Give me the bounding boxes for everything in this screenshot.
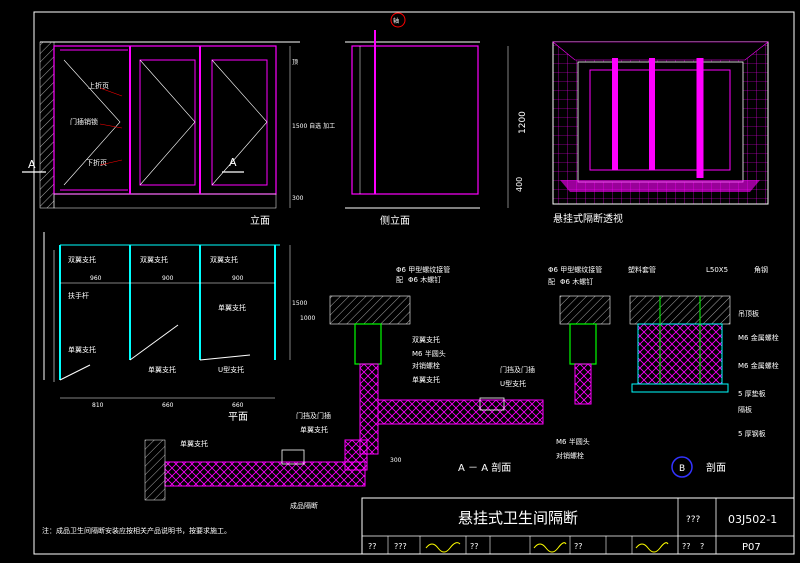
signature-3	[635, 542, 669, 553]
signature-1	[425, 542, 461, 553]
aa-label-side: 配	[396, 276, 403, 284]
title-block-row2-1: ??	[368, 542, 377, 551]
section-marker-right: A	[229, 156, 237, 169]
north-symbol-label: 轴	[393, 17, 399, 25]
title-block-row2-6: ?	[700, 542, 704, 551]
aa-label-door-lock: 门挡及门插	[296, 411, 331, 420]
aa-label-nut2: 对销螺栓	[556, 451, 584, 460]
plan-label-left-bottom: 单翼支托	[68, 345, 96, 354]
label-bottom-rail: 下折页	[86, 158, 107, 167]
plan-dim-top-3: 900	[232, 275, 244, 282]
plan-label-top-2: 双翼支托	[140, 255, 168, 264]
aa-label-single-wing3: 单翼支托	[180, 439, 208, 448]
aa-label-m6: M6 半圆头	[412, 349, 446, 358]
front-elevation-title: 立面	[250, 214, 270, 227]
north-symbol: 轴	[390, 12, 406, 28]
plan-label-right-bottom: U型支托	[218, 365, 244, 374]
dim-mid: 1500 自选 加工	[292, 122, 335, 130]
side-elevation: 1200 400 侧立面	[345, 30, 528, 227]
aa-label-u-stop: U型支托	[500, 379, 526, 388]
aa-label-finished: 成品隔断	[290, 501, 318, 510]
dim-400: 400	[515, 177, 524, 192]
aa-dim-300: 300	[390, 457, 402, 464]
plan-dim-bottom-2: 660	[162, 402, 174, 409]
dim-top: 顶	[292, 59, 298, 66]
title-block-code: 03J502-1	[728, 513, 777, 526]
label-door-lock: 门插销锁	[70, 117, 98, 126]
title-block-row2-5: ??	[682, 542, 691, 551]
plan-dim-bottom-3: 660	[232, 402, 244, 409]
b-label-anchor2: M6 金属螺栓	[738, 361, 779, 370]
b-label-pad: 5 厚垫板	[738, 389, 766, 398]
b-label-partition: 隔板	[738, 405, 752, 414]
title-block-code-label: ???	[686, 515, 701, 525]
front-elevation: 上折页 门插销锁 下折页 A A 顶 1500 自选 加工 300 立面	[22, 41, 335, 227]
plan-dim-side: 1500	[292, 300, 307, 307]
dim-1200: 1200	[518, 111, 528, 134]
aa-label-pipe: Φ6 甲型螺纹接管	[396, 265, 450, 274]
side-elevation-title: 侧立面	[380, 214, 410, 227]
title-block-row2-4: ??	[574, 542, 583, 551]
section-aa: Φ6 甲型螺纹接管 配 Φ6 木螺钉 双翼支托 M6 半圆头 对销螺栓 单翼支托…	[144, 265, 611, 510]
perspective-title: 悬挂式隔断透视	[553, 212, 623, 225]
b-label-plastic: 塑料套管	[628, 265, 656, 274]
aa-label-m6-2: M6 半圆头	[556, 437, 590, 446]
b-label-top-plate: 吊顶板	[738, 309, 759, 318]
plan-label-top-1: 双翼支托	[68, 255, 96, 264]
aa-label-double-wing: 双翼支托	[412, 335, 440, 344]
plan-dim-bottom-1: 810	[92, 402, 104, 409]
aa-label-single-wing: 单翼支托	[412, 375, 440, 384]
b-label-anchor1: M6 金属螺栓	[738, 333, 779, 342]
section-b: 塑料套管 L50X5 角钢 Φ6 甲型螺纹接管 配 Φ6 木螺钉 吊顶板 M6 …	[548, 265, 779, 478]
plan-dim-side2: 1000	[300, 315, 315, 322]
title-block-row2-2: ???	[394, 542, 407, 551]
signature-2	[533, 542, 567, 553]
section-b-symbol: B	[679, 464, 685, 474]
perspective-view: 悬挂式隔断透视	[552, 41, 769, 225]
plan-label-mid-bottom: 单翼支托	[148, 365, 176, 374]
drawing-note: 注：成品卫生间隔断安装应按相关产品说明书，按要求施工。	[42, 526, 231, 535]
b-label-side: 配	[548, 278, 555, 286]
dim-bottom: 300	[292, 195, 304, 202]
plan-view: 双翼支托 双翼支托 双翼支托 960 900 900 扶手杆 单翼支托 单翼支托…	[43, 232, 315, 423]
b-label-pad2: 5 厚钢板	[738, 429, 766, 438]
section-aa-title: A － A 剖面	[458, 461, 511, 474]
plan-label-right-top: 单翼支托	[218, 303, 246, 312]
plan-dim-top-2: 900	[162, 275, 174, 282]
section-b-title: 剖面	[706, 461, 726, 474]
section-marker-left: A	[28, 158, 36, 171]
plan-label-top-3: 双翼支托	[210, 255, 238, 264]
b-label-angle: 角钢	[754, 265, 768, 274]
aa-label-nut: 对销螺栓	[412, 361, 440, 370]
title-block-row2-3: ??	[470, 542, 479, 551]
aa-label-bolt: Φ6 木螺钉	[408, 275, 441, 284]
b-label-l50: L50X5	[706, 266, 728, 274]
title-block-title: 悬挂式卫生间隔断	[458, 509, 578, 527]
b-label-bolt: Φ6 木螺钉	[560, 277, 593, 286]
b-label-pipe: Φ6 甲型螺纹接管	[548, 265, 602, 274]
plan-label-handrail: 扶手杆	[68, 291, 89, 300]
title-block-page: P07	[742, 542, 761, 553]
plan-dim-top-1: 960	[90, 275, 102, 282]
label-top-rail: 上折页	[88, 81, 109, 90]
aa-label-single-wing2: 单翼支托	[300, 425, 328, 434]
title-block: 悬挂式卫生间隔断 ??? 03J502-1 ?? ??? ?? ?? ?? ? …	[361, 497, 795, 555]
aa-label-door-stop: 门挡及门插	[500, 365, 535, 374]
plan-title: 平面	[228, 412, 248, 423]
